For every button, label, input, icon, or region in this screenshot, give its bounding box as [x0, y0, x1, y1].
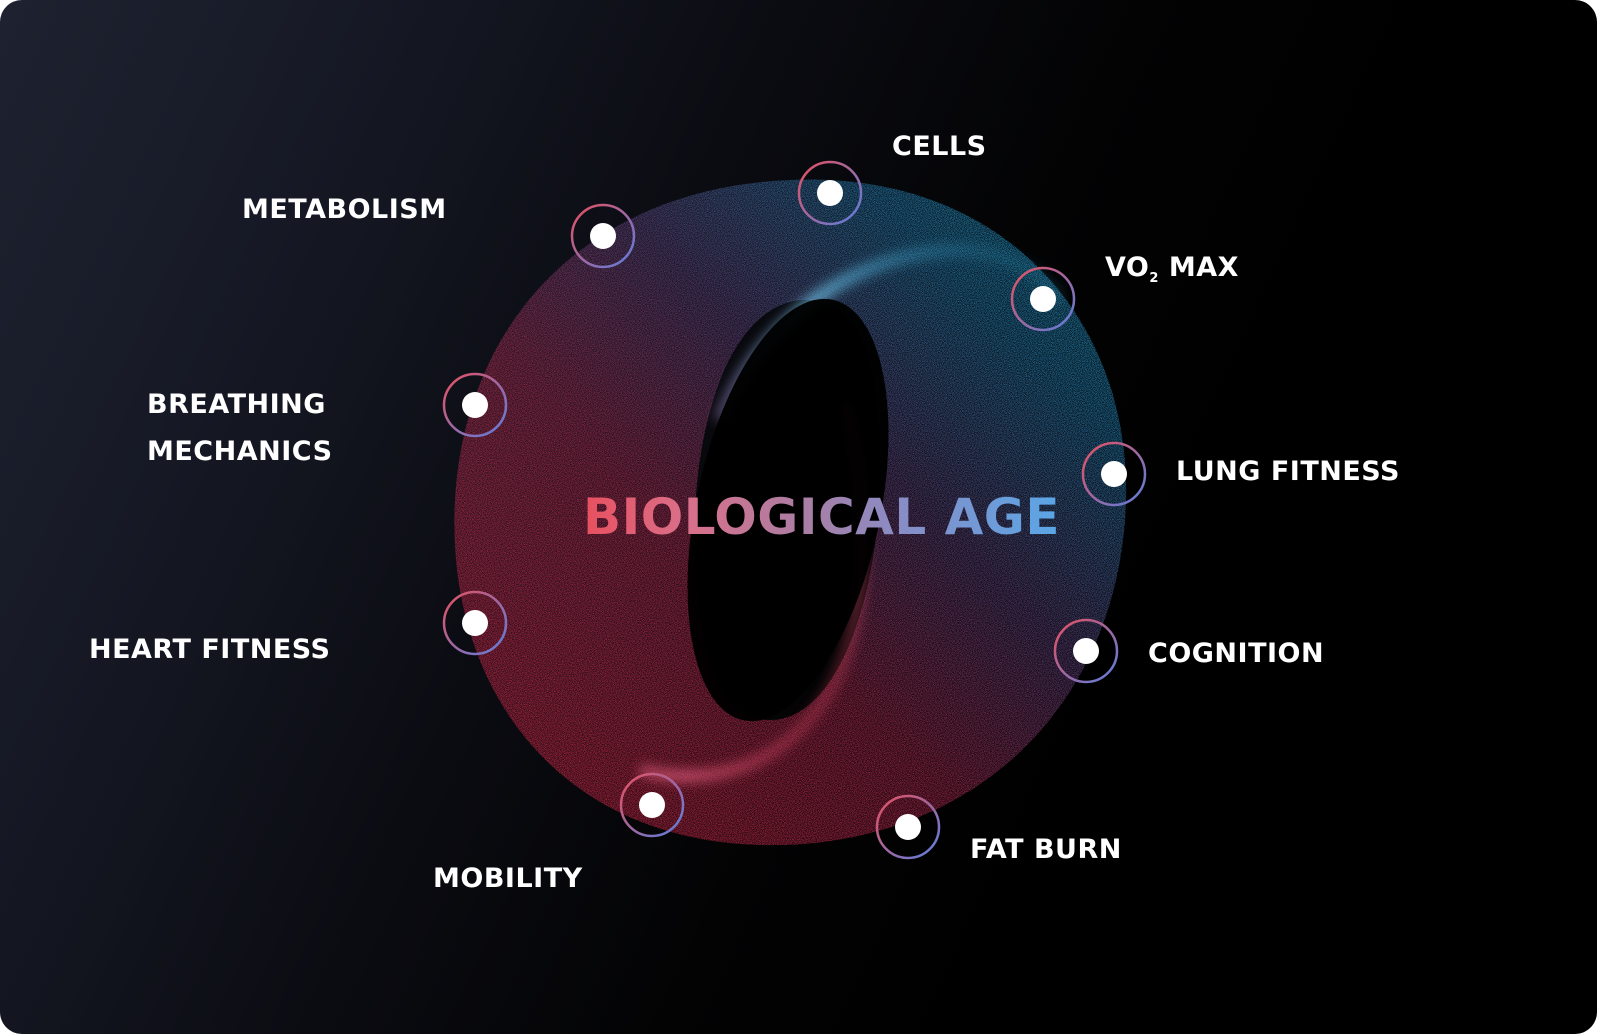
node-vo2max[interactable]: [1010, 266, 1076, 332]
node-ring-icon: [570, 203, 636, 269]
label-vo2max: VO2 MAX: [1105, 244, 1239, 302]
node-cognition[interactable]: [1053, 618, 1119, 684]
label-vo2max-tail: MAX: [1158, 252, 1239, 283]
label-breathing: BREATHING: [147, 389, 326, 420]
label-mobility: MOBILITY: [433, 863, 583, 894]
node-metabolism[interactable]: [570, 203, 636, 269]
node-ring-icon: [442, 372, 508, 438]
node-fat-burn[interactable]: [875, 794, 941, 860]
node-ring-icon: [797, 160, 863, 226]
node-ring-icon: [1010, 266, 1076, 332]
label-cells: CELLS: [892, 131, 987, 162]
label-mechanics: MECHANICS: [147, 436, 333, 467]
label-vo2max-subscript: 2: [1149, 271, 1159, 286]
label-lung-fitness: LUNG FITNESS: [1176, 456, 1400, 487]
label-vo2max-main: VO: [1105, 252, 1150, 283]
node-cells[interactable]: [797, 160, 863, 226]
node-lung-fitness[interactable]: [1081, 441, 1147, 507]
node-ring-icon: [1081, 441, 1147, 507]
node-breathing-mechanics[interactable]: [442, 372, 508, 438]
node-ring-icon: [442, 590, 508, 656]
node-mobility[interactable]: [619, 772, 685, 838]
node-ring-icon: [619, 772, 685, 838]
label-fat-burn: FAT BURN: [970, 834, 1122, 865]
label-heart-fitness: HEART FITNESS: [89, 634, 331, 665]
label-cognition: COGNITION: [1148, 638, 1325, 669]
label-metabolism: METABOLISM: [242, 194, 447, 225]
biological-age-title: BIOLOGICAL AGE: [583, 488, 1060, 546]
node-heart-fitness[interactable]: [442, 590, 508, 656]
node-ring-icon: [875, 794, 941, 860]
node-ring-icon: [1053, 618, 1119, 684]
